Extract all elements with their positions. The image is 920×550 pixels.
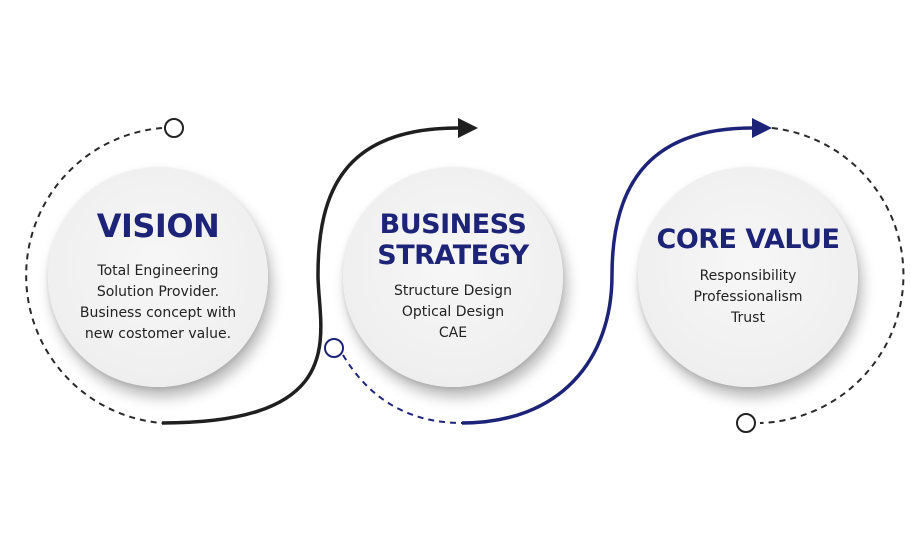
strategy-dashed-arc [342, 354, 463, 424]
core-value-circle: CORE VALUE Responsibility Professionalis… [638, 167, 858, 387]
vision-line: Business concept with [79, 304, 237, 321]
navy-arrowhead-icon [752, 118, 772, 138]
vision-description: Total Engineering Solution Provider. Bus… [80, 261, 236, 345]
core-value-line: Responsibility [699, 267, 797, 284]
vision-to-strategy-curve [161, 126, 459, 425]
business-strategy-title-line: STRATEGY [377, 239, 529, 271]
vision-title: VISION [96, 207, 220, 246]
vision-line: Total Engineering [97, 262, 219, 279]
vision-circle: VISION Total Engineering Solution Provid… [48, 167, 268, 387]
core-value-line: Professionalism [693, 288, 803, 305]
business-strategy-description: Structure Design Optical Design CAE [394, 281, 512, 344]
core-value-line: Trust [731, 309, 765, 326]
core-dashed-arc [759, 127, 905, 424]
core-value-title: CORE VALUE [656, 224, 840, 256]
start-node-icon [164, 118, 184, 138]
dark-arrowhead-icon [458, 118, 478, 138]
mid-node-icon [324, 338, 344, 358]
vision-dashed-arc [25, 127, 163, 424]
core-value-description: Responsibility Professionalism Trust [694, 266, 803, 329]
business-strategy-title: BUSINESS STRATEGY [377, 209, 529, 271]
business-strategy-circle: BUSINESS STRATEGY Structure Design Optic… [343, 167, 563, 387]
end-node-icon [736, 413, 756, 433]
strategy-to-core-curve [461, 126, 753, 425]
business-strategy-line: Structure Design [394, 282, 512, 299]
vision-line: new costomer value. [84, 325, 232, 342]
business-strategy-line: CAE [438, 324, 468, 341]
business-strategy-title-line: BUSINESS [379, 209, 527, 241]
business-strategy-line: Optical Design [401, 303, 505, 320]
vision-line: Solution Provider. [96, 283, 220, 300]
